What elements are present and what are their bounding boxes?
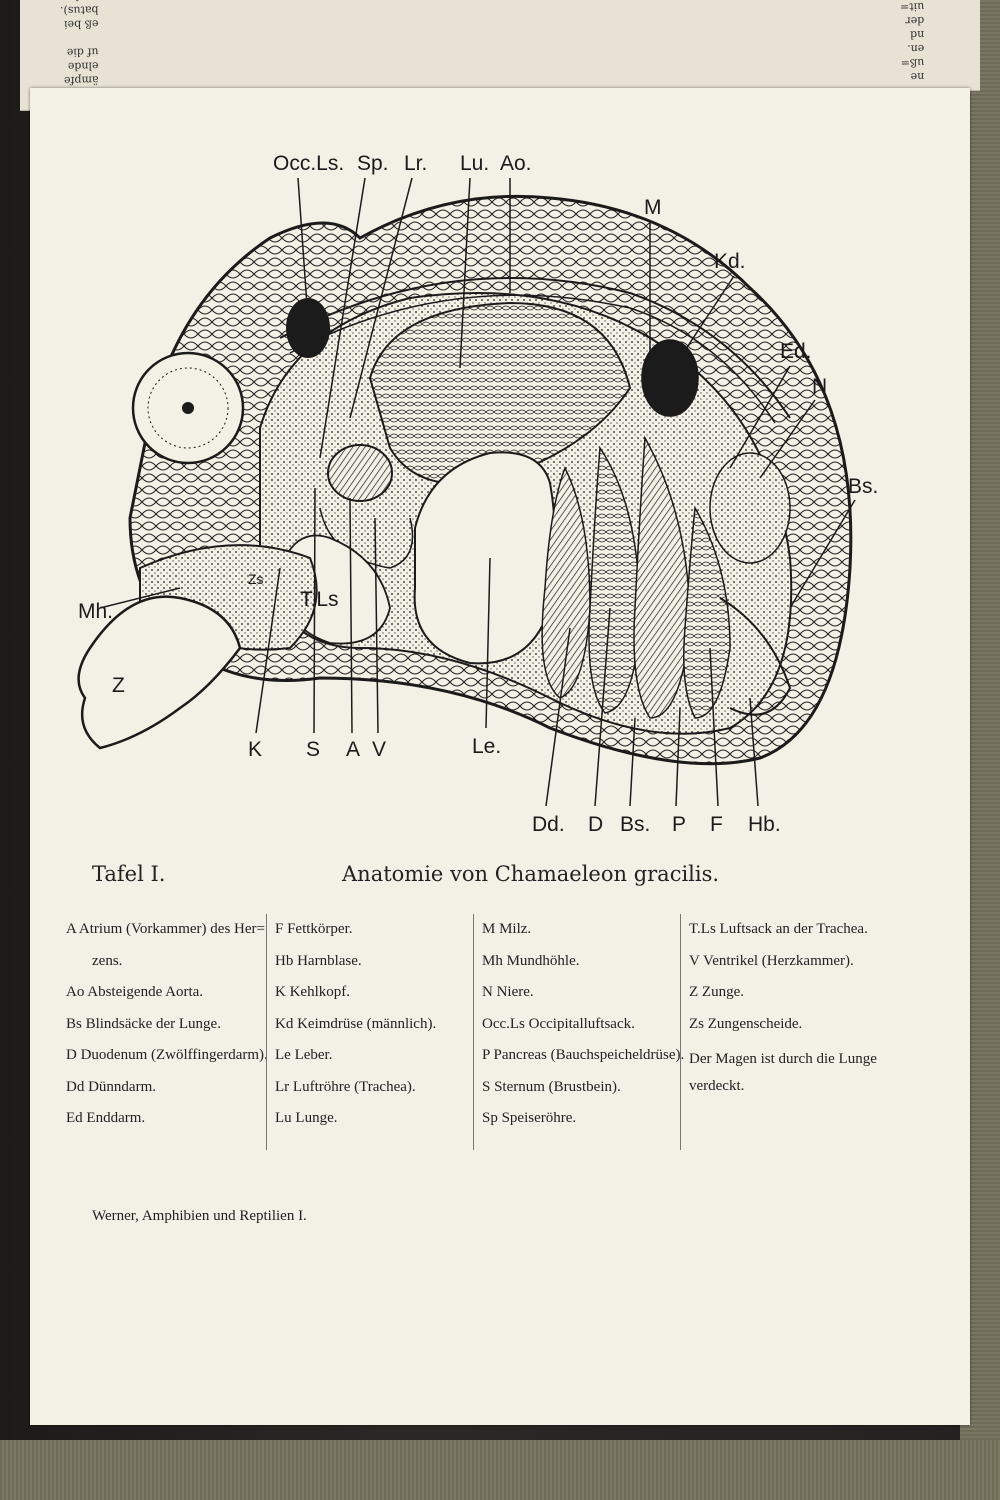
previous-page-text-right: ne uß= en. nd der uit= en, en <box>900 0 925 84</box>
label-ao: Ao. <box>500 152 532 175</box>
label-le: Le. <box>472 735 501 758</box>
intestine-loops <box>541 435 792 719</box>
kidney <box>709 452 791 564</box>
legend-item: Sp Speiseröhre. <box>482 1110 577 1126</box>
label-kd: Kd. <box>714 250 746 273</box>
chameleon-anatomy-figure: Occ.Ls. Sp. Lr. Lu. Ao. M Kd. Ed. N Bs. … <box>30 88 970 848</box>
legend-item: Kd Keimdrüse (männlich). <box>275 1015 437 1032</box>
legend-item: N Niere. <box>482 984 534 1000</box>
leader-lines <box>99 177 856 807</box>
legend-item: S Sternum (Brustbein). <box>482 1078 621 1095</box>
label-mh: Mh. <box>78 600 113 623</box>
legend-item: V Ventrikel (Herzkammer). <box>689 952 854 969</box>
liver <box>413 451 556 665</box>
legend-note: Der Magen ist durch die Lunge verdeckt. <box>689 1051 877 1094</box>
label-ed: Ed. <box>780 340 812 363</box>
label-p: P <box>672 813 686 836</box>
legend-item: A Atrium (Vorkammer) des Her= <box>66 921 265 937</box>
label-v: V <box>372 738 386 761</box>
legend-item: Occ.Ls Occipitalluftsack. <box>482 1015 635 1032</box>
legend-item: Mh Mundhöhle. <box>482 952 580 969</box>
legend-item: Bs Blindsäcke der Lunge. <box>66 1015 221 1032</box>
legend-item: P Pancreas (Bauchspeicheldrüse). <box>482 1047 685 1063</box>
label-dd: Dd. <box>532 813 565 836</box>
legend-item: Le Leber. <box>275 1047 333 1063</box>
legend-item: Zs Zungenscheide. <box>689 1015 803 1032</box>
occipital-airsac <box>286 298 330 358</box>
book-binding-bottom <box>0 1440 1000 1500</box>
legend-item: Lr Luftröhre (Trachea). <box>275 1078 416 1095</box>
legend: A Atrium (Vorkammer) des Her= zens. Ao A… <box>66 914 946 1154</box>
legend-column-2: F Fettkörper. Hb Harnblase. K Kehlkopf. … <box>266 914 470 1150</box>
label-a: A <box>346 738 360 761</box>
plate-number: Tafel I. <box>92 862 166 886</box>
label-s: S <box>306 738 320 761</box>
label-bs-bottom: Bs. <box>620 813 650 836</box>
legend-column-1: A Atrium (Vorkammer) des Her= zens. Ao A… <box>66 914 268 1150</box>
legend-column-3: M Milz. Mh Mundhöhle. N Niere. Occ.Ls Oc… <box>473 914 685 1150</box>
plate-footer: Werner, Amphibien und Reptilien I. <box>92 1208 307 1224</box>
label-zs: Zs <box>248 571 264 587</box>
plate-title: Anatomie von Chamaeleon gracilis. <box>342 862 720 886</box>
legend-item: D Duodenum (Zwölffingerdarm). <box>66 1047 268 1063</box>
anatomy-illustration: Occ.Ls. Sp. Lr. Lu. Ao. M Kd. Ed. N Bs. … <box>77 152 878 836</box>
legend-item: Lu Lunge. <box>275 1110 338 1126</box>
label-f: F <box>710 813 723 836</box>
legend-item: Ed Enddarm. <box>66 1110 146 1126</box>
legend-item: Dd Dünndarm. <box>66 1078 156 1095</box>
heart <box>327 444 393 502</box>
tongue <box>77 595 242 750</box>
legend-item: Z Zunge. <box>689 984 744 1000</box>
label-k: K <box>248 738 262 761</box>
label-n: N <box>812 375 827 398</box>
label-m: M <box>644 196 662 219</box>
legend-item: zens. <box>92 952 123 969</box>
label-z: Z <box>112 674 125 697</box>
legend-item: M Milz. <box>482 921 532 937</box>
legend-item: Hb Harnblase. <box>275 952 362 969</box>
label-lu: Lu. <box>460 152 489 175</box>
legend-item: F Fettkörper. <box>275 921 353 937</box>
plate-caption: Tafel I. Anatomie von Chamaeleon gracili… <box>30 862 970 902</box>
testis <box>641 339 699 417</box>
legend-item: K Kehlkopf. <box>275 984 350 1000</box>
label-bs-top: Bs. <box>848 475 878 498</box>
legend-column-4: T.Ls Luftsack an der Trachea. V Ventrike… <box>680 914 939 1150</box>
plate-page: Occ.Ls. Sp. Lr. Lu. Ao. M Kd. Ed. N Bs. … <box>30 88 970 1425</box>
label-sp: Sp. <box>357 152 389 175</box>
label-tls: T.Ls <box>300 588 339 611</box>
legend-item: T.Ls Luftsack an der Trachea. <box>689 921 868 937</box>
label-occls: Occ.Ls. <box>273 152 344 175</box>
label-hb: Hb. <box>748 813 781 836</box>
legend-item: Ao Absteigende Aorta. <box>66 984 204 1000</box>
label-lr: Lr. <box>404 152 427 175</box>
label-d: D <box>588 813 603 836</box>
